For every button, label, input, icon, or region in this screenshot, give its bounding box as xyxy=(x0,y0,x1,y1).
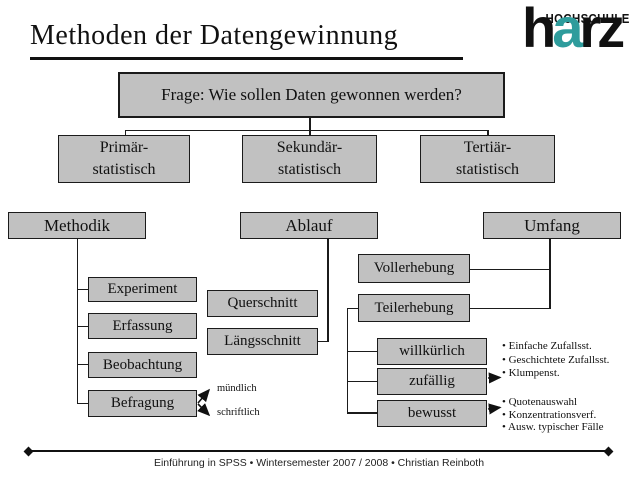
node-teilerhebung: Teilerhebung xyxy=(358,294,470,322)
connector-line xyxy=(317,340,329,342)
connector-line xyxy=(346,307,348,414)
connector-line xyxy=(549,239,551,309)
logo-letter-a: a xyxy=(552,0,583,59)
connector-line xyxy=(309,129,311,136)
connector-line xyxy=(327,239,329,342)
connector-line xyxy=(347,307,358,309)
footer-diamond-right xyxy=(603,446,614,457)
bewusst-notes-list: Quotenauswahl Konzentrationsverf. Ausw. … xyxy=(502,396,604,434)
connector-line xyxy=(76,402,89,404)
label-muendlich: mündlich xyxy=(217,383,257,394)
label-schriftlich: schriftlich xyxy=(217,407,260,418)
node-erfassung: Erfassung xyxy=(88,313,197,339)
node-primaer-statistisch: Primär- statistisch xyxy=(58,135,190,183)
logo-institution-text: HOCHSCHULE xyxy=(545,11,630,26)
note-item: Geschichtete Zufallsst. xyxy=(502,354,610,368)
node-willkuerlich: willkürlich xyxy=(377,338,487,365)
node-zufaellig: zufällig xyxy=(377,368,487,395)
node-befragung: Befragung xyxy=(88,390,197,417)
logo-letter-h: h xyxy=(522,0,556,59)
note-item: Klumpenst. xyxy=(502,367,609,381)
arrow-befragung-schriftlich xyxy=(197,403,211,417)
node-label: statistisch xyxy=(455,161,520,178)
logo-letters-rz: rz xyxy=(579,0,625,59)
footer-text: Einführung in SPSS • Wintersemester 2007… xyxy=(153,457,485,469)
logo-wordmark: harz xyxy=(522,0,625,59)
slide-title: Methoden der Datengewinnung xyxy=(30,20,399,51)
connector-line xyxy=(124,129,126,136)
arrow-bewusst-notes xyxy=(487,403,502,415)
node-beobachtung: Beobachtung xyxy=(88,352,197,378)
node-label: Tertiär- xyxy=(463,139,512,157)
node-label: statistisch xyxy=(92,161,156,178)
arrow-befragung-muendlich xyxy=(197,388,211,404)
connector-line xyxy=(346,412,377,414)
node-tertiaer-statistisch: Tertiär- statistisch xyxy=(420,135,555,183)
node-vollerhebung: Vollerhebung xyxy=(358,254,470,283)
connector-line xyxy=(470,268,550,270)
connector-line xyxy=(470,307,551,309)
node-experiment: Experiment xyxy=(88,277,197,302)
connector-line xyxy=(124,129,489,131)
node-querschnitt: Querschnitt xyxy=(207,290,318,317)
node-laengsschnitt: Längsschnitt xyxy=(207,328,318,355)
connector-line xyxy=(76,239,78,404)
note-item: Konzentrationsverf. xyxy=(502,409,604,422)
arrow-zufaellig-notes xyxy=(487,372,502,384)
node-bewusst: bewusst xyxy=(377,400,487,427)
note-item: Quotenauswahl xyxy=(502,396,604,409)
note-item: Ausw. typischer Fälle xyxy=(502,421,604,434)
hochschule-harz-logo: HOCHSCHULE harz xyxy=(522,0,636,62)
connector-line xyxy=(309,118,311,130)
connector-line xyxy=(76,325,89,327)
node-label: statistisch xyxy=(277,161,342,178)
node-label: Primär- xyxy=(99,139,149,157)
question-box: Frage: Wie sollen Daten gewonnen werden? xyxy=(118,72,505,118)
footer-divider-line xyxy=(31,450,607,452)
node-ablauf: Ablauf xyxy=(240,212,378,239)
node-label: Sekundär- xyxy=(276,139,343,157)
connector-line xyxy=(76,363,89,365)
connector-line xyxy=(346,380,377,382)
connector-line xyxy=(76,288,89,290)
footer-diamond-left xyxy=(23,446,34,457)
note-item: Einfache Zufallsst. xyxy=(502,340,609,354)
connector-line xyxy=(487,129,489,136)
zufaellig-notes-list: Einfache Zufallsst. Geschichtete Zufalls… xyxy=(502,340,610,381)
title-underline xyxy=(30,57,463,60)
node-umfang: Umfang xyxy=(483,212,621,239)
connector-line xyxy=(346,350,377,352)
node-methodik: Methodik xyxy=(8,212,146,239)
node-sekundaer-statistisch: Sekundär- statistisch xyxy=(242,135,377,183)
